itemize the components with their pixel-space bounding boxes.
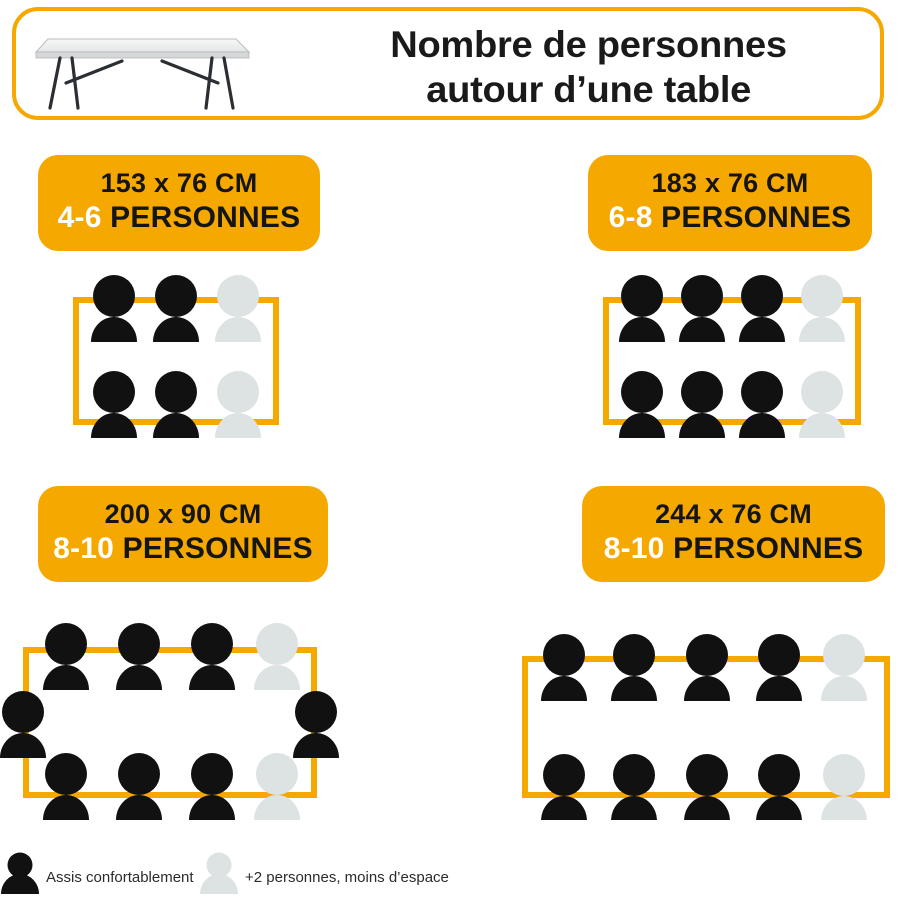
person-gray xyxy=(799,275,845,342)
badge-dimensions: 244 x 76 CM xyxy=(655,499,812,529)
folding-table-photo xyxy=(30,19,280,114)
seating-diagram-table-153x76 xyxy=(60,270,300,440)
badge-capacity-word: PERSONNES xyxy=(673,532,864,565)
legend-label-extra: +2 personnes, moins d’espace xyxy=(245,869,449,886)
badge-capacity: 6-8 PERSONNES xyxy=(609,200,852,236)
person-gray xyxy=(821,634,867,701)
legend: Assis confortablement +2 personnes, moin… xyxy=(0,846,900,894)
person-black xyxy=(756,754,802,820)
person-black xyxy=(619,275,665,342)
person-gray xyxy=(254,753,300,820)
page-title-line-1: Nombre de personnes xyxy=(390,24,787,65)
badge-table-153x76: 153 x 76 CM 4-6 PERSONNES xyxy=(38,155,320,251)
seating-diagram-table-183x76 xyxy=(590,270,880,440)
person-gray xyxy=(215,371,261,438)
person-black xyxy=(684,754,730,820)
person-black xyxy=(684,634,730,701)
person-black xyxy=(189,623,235,690)
seating-diagram-table-200x90 xyxy=(0,600,345,825)
person-gray xyxy=(821,754,867,820)
legend-label-comfortable: Assis confortablement xyxy=(46,869,194,886)
person-black xyxy=(153,275,199,342)
legend-item-extra-space: +2 personnes, moins d’espace xyxy=(197,846,449,894)
badge-capacity-count: 6-8 xyxy=(608,201,653,234)
page-title-line-2: autour d’une table xyxy=(426,69,751,110)
person-black xyxy=(43,623,89,690)
badge-capacity: 8-10 PERSONNES xyxy=(604,531,864,567)
person-black xyxy=(116,753,162,820)
person-black-icon xyxy=(0,850,42,894)
badge-capacity-word: PERSONNES xyxy=(122,532,313,565)
person-black xyxy=(0,691,46,758)
person-black xyxy=(679,275,725,342)
badge-dimensions: 183 x 76 CM xyxy=(651,168,809,198)
badge-table-183x76: 183 x 76 CM 6-8 PERSONNES xyxy=(588,155,872,251)
person-black xyxy=(116,623,162,690)
person-black xyxy=(611,634,657,701)
person-black xyxy=(679,371,725,438)
badge-capacity: 4-6 PERSONNES xyxy=(58,200,301,236)
badge-table-244x76: 244 x 76 CM 8-10 PERSONNES xyxy=(582,486,885,582)
person-black xyxy=(293,691,339,758)
table-outline-rect xyxy=(603,297,861,425)
badge-capacity-word: PERSONNES xyxy=(110,201,301,234)
badge-capacity-count: 8-10 xyxy=(53,532,115,565)
badge-dimensions: 153 x 76 CM xyxy=(100,168,258,198)
person-black xyxy=(611,754,657,820)
person-gray xyxy=(215,275,261,342)
badge-capacity: 8-10 PERSONNES xyxy=(53,531,313,567)
person-black xyxy=(739,371,785,438)
header-banner: Nombre de personnes autour d’une table xyxy=(12,7,884,120)
person-black xyxy=(91,371,137,438)
badge-capacity-word: PERSONNES xyxy=(661,201,852,234)
person-gray-icon xyxy=(197,850,241,894)
badge-table-200x90: 200 x 90 CM 8-10 PERSONNES xyxy=(38,486,328,582)
badge-capacity-count: 4-6 xyxy=(57,201,102,234)
person-gray xyxy=(799,371,845,438)
person-gray xyxy=(254,623,300,690)
person-black xyxy=(756,634,802,701)
person-black xyxy=(43,753,89,820)
person-black xyxy=(189,753,235,820)
badge-capacity-count: 8-10 xyxy=(603,532,665,565)
person-black xyxy=(541,634,587,701)
person-black xyxy=(91,275,137,342)
person-black xyxy=(541,754,587,820)
person-black xyxy=(739,275,785,342)
seating-diagram-table-244x76 xyxy=(515,615,900,820)
page-title: Nombre de personnes autour d’une table xyxy=(301,17,876,117)
person-black xyxy=(619,371,665,438)
legend-item-comfortable: Assis confortablement xyxy=(0,846,194,894)
badge-dimensions: 200 x 90 CM xyxy=(104,499,262,529)
person-black xyxy=(153,371,199,438)
